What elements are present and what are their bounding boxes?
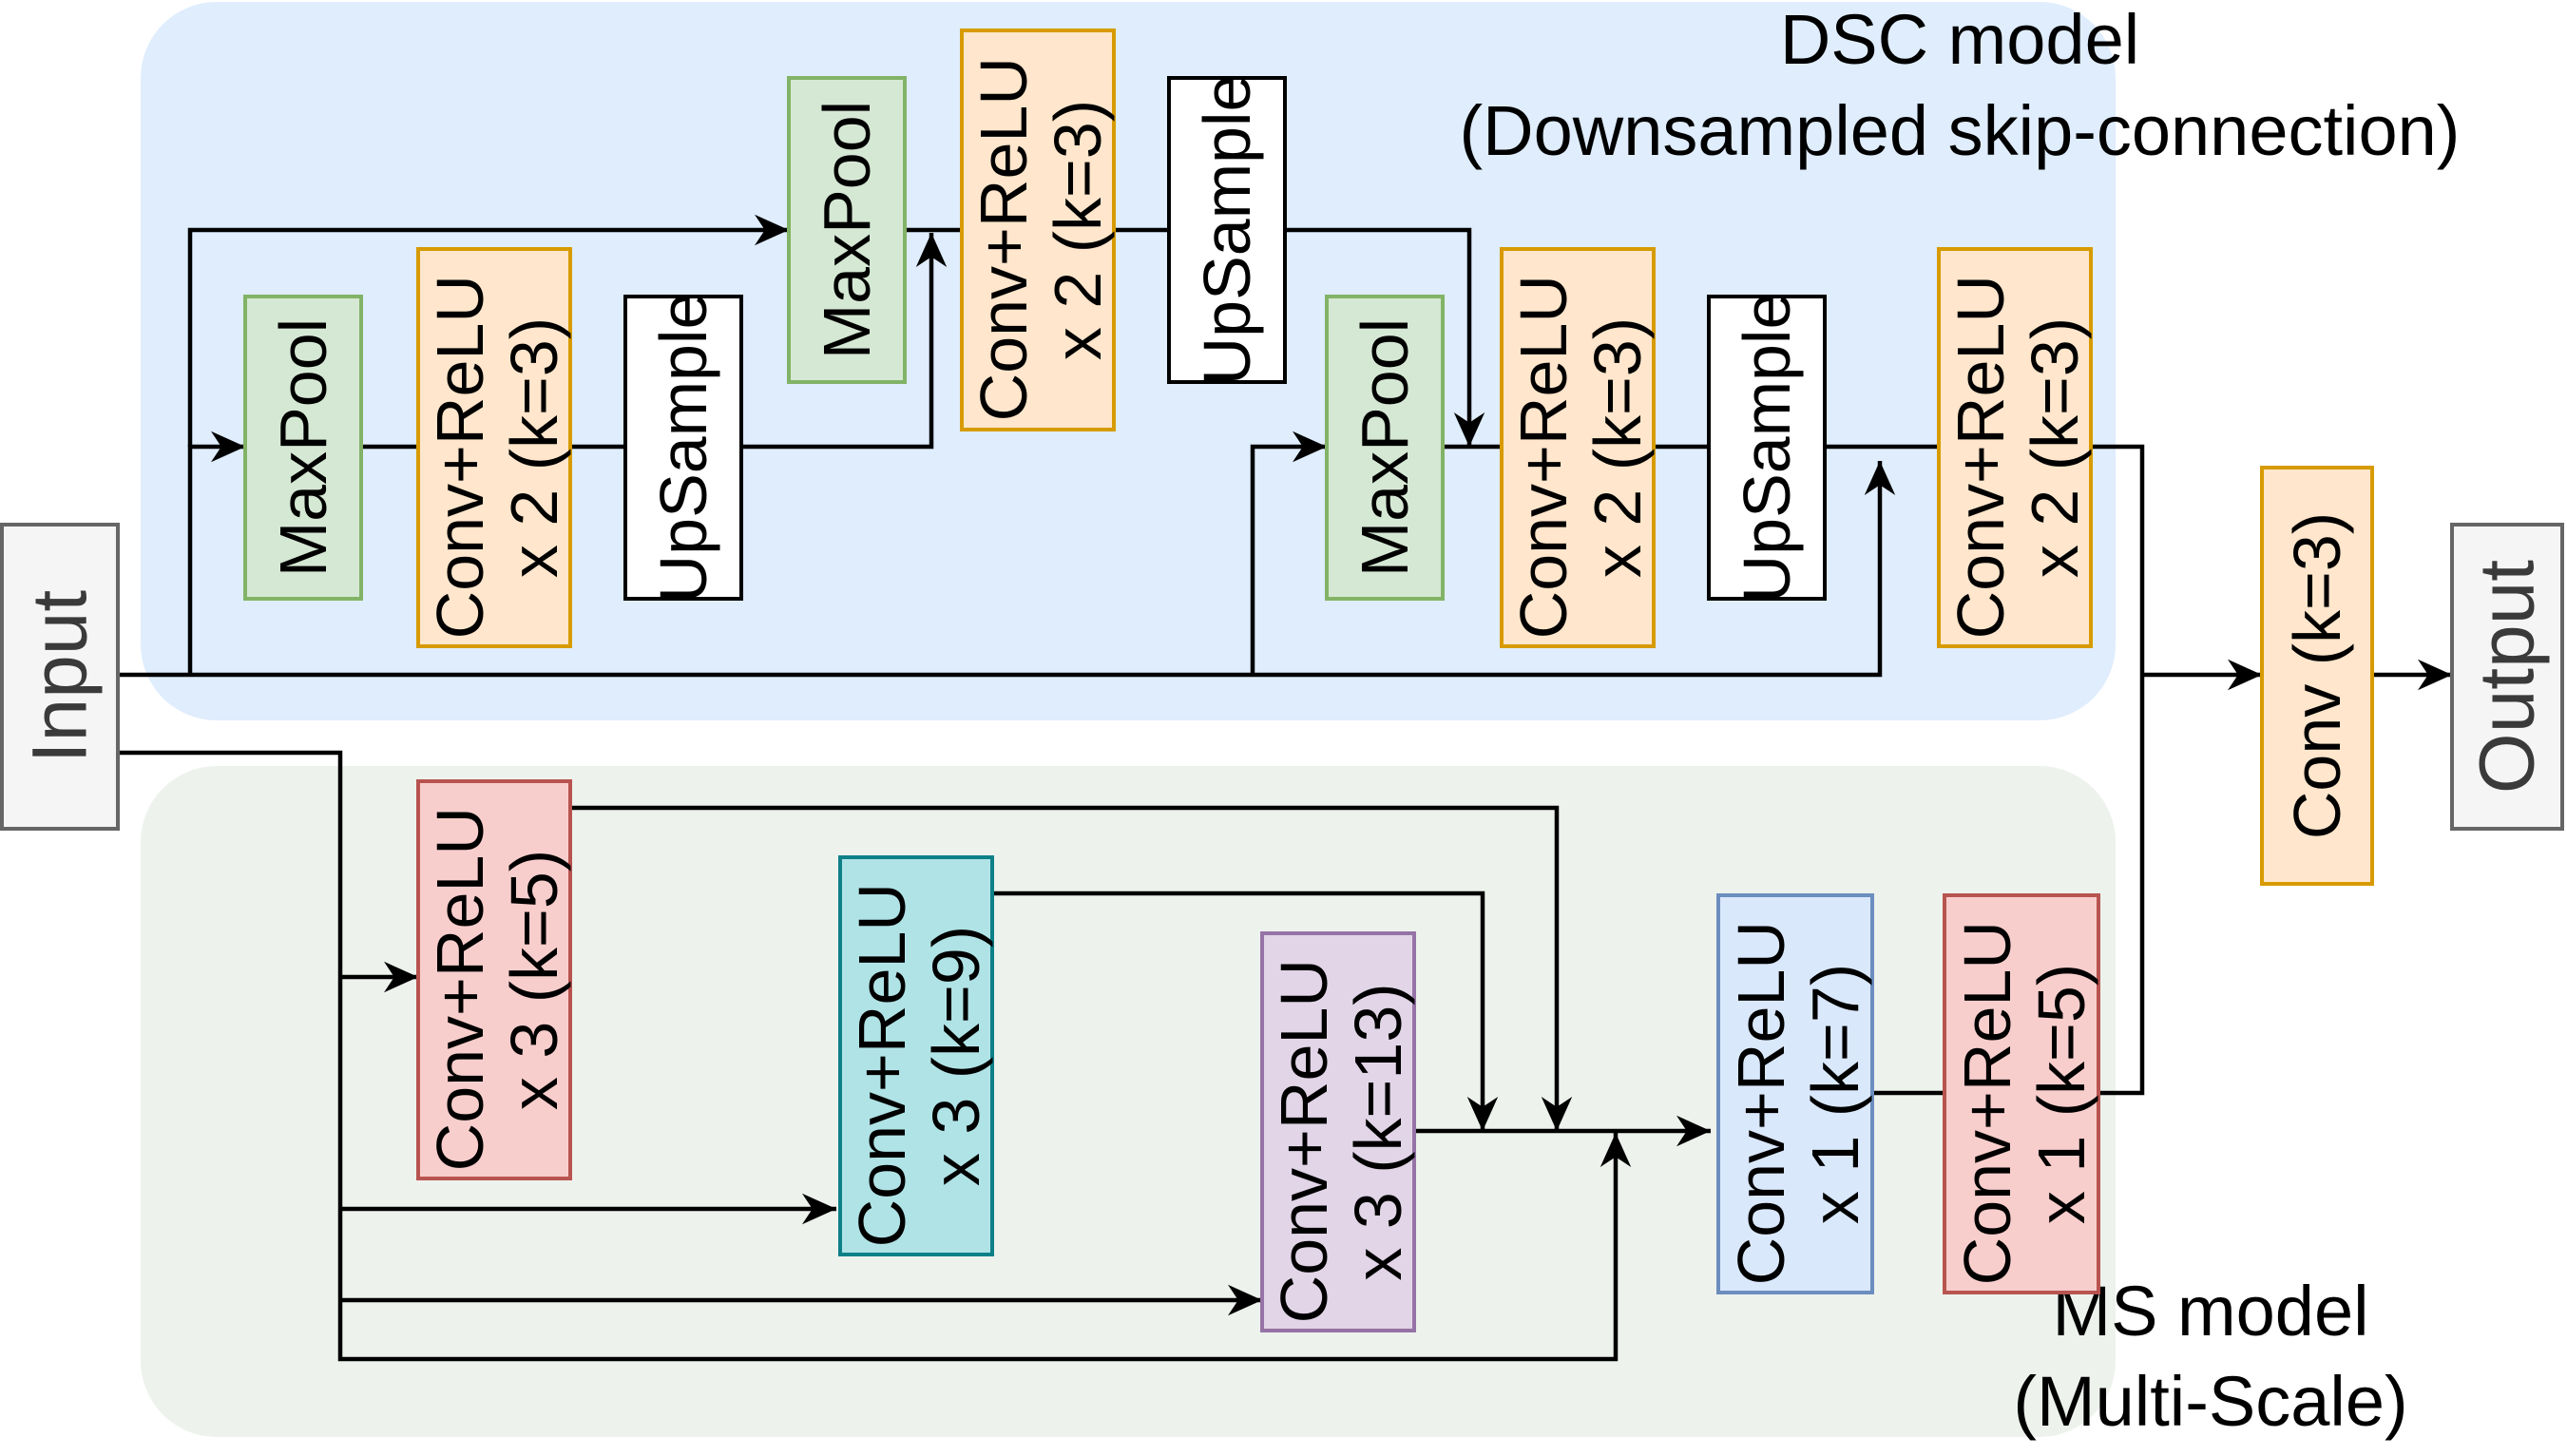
upsample-2-label: UpSample: [1190, 75, 1264, 386]
edge-conv4-merge: [2091, 444, 2145, 675]
ms-region: [141, 766, 2116, 1437]
svg-text:Conv+ReLU x 3 (k=5): Conv+ReLU x 3 (k=5): [423, 789, 571, 1172]
conv-k5-block: Conv+ReLU x 3 (k=5): [416, 779, 572, 1180]
maxpool-2-block: MaxPool: [787, 76, 907, 384]
conv-k5-out-line-1: Conv+ReLU: [1950, 921, 2024, 1285]
upsample-1-label: UpSample: [646, 293, 720, 603]
conv-3-line-1: Conv+ReLU: [1506, 275, 1580, 639]
output-block: Output: [2450, 523, 2564, 831]
ms-title: MS model: [2052, 1272, 2368, 1351]
conv-1-line-2: x 2 (k=3): [497, 317, 571, 578]
maxpool-1-label: MaxPool: [266, 318, 340, 577]
input-block: Input: [0, 523, 120, 831]
conv-k5-out-block: Conv+ReLU x 1 (k=5): [1943, 893, 2100, 1294]
conv-k13-line-1: Conv+ReLU: [1267, 959, 1341, 1323]
svg-text:Conv+ReLU x 2 (k=3): Conv+ReLU x 2 (k=3): [1506, 257, 1655, 640]
conv-k9-block: Conv+ReLU x 3 (k=9): [838, 855, 994, 1256]
edge-input-ms-trunk: [118, 750, 1632, 1362]
upsample-3-label: UpSample: [1730, 293, 1804, 603]
conv-4-line-1: Conv+ReLU: [1944, 275, 2018, 639]
upsample-2-block: UpSample: [1167, 75, 1287, 386]
conv-k5-line-1: Conv+ReLU: [423, 807, 497, 1171]
svg-text:Conv+ReLU x 2 (k=3): Conv+ReLU x 2 (k=3): [967, 39, 1115, 422]
edge-input-trunk: [118, 461, 1896, 678]
edges: [118, 214, 2452, 1362]
conv-4-line-2: x 2 (k=3): [2018, 317, 2092, 578]
conv-k7-line-1: Conv+ReLU: [1724, 921, 1798, 1285]
final-conv-label: Conv (k=3): [2280, 512, 2354, 839]
maxpool-2-label: MaxPool: [810, 101, 884, 359]
dsc-subtitle: (Downsampled skip-connection): [1460, 91, 2461, 170]
final-conv-block: Conv (k=3): [2260, 466, 2374, 886]
conv-k9-line-1: Conv+ReLU: [845, 883, 919, 1247]
upsample-1-block: UpSample: [623, 293, 743, 603]
output-label: Output: [2464, 560, 2551, 794]
edge-k5out-merge: [2098, 675, 2145, 1096]
conv-1-line-1: Conv+ReLU: [423, 275, 497, 639]
conv-k5-out-line-2: x 1 (k=5): [2024, 964, 2098, 1224]
edge-upsample2-conv3: [1285, 227, 1485, 447]
edge-conv-k9-merge: [992, 891, 1499, 1131]
maxpool-3-block: MaxPool: [1325, 295, 1445, 601]
maxpool-3-label: MaxPool: [1348, 318, 1422, 577]
svg-text:Conv+ReLU x 3 (k=9): Conv+ReLU x 3 (k=9): [845, 865, 993, 1248]
svg-text:Conv+ReLU x 1 (k=7): Conv+ReLU x 1 (k=7): [1724, 903, 1872, 1286]
svg-text:Conv+ReLU x 2 (k=3): Conv+ReLU x 2 (k=3): [1944, 257, 2092, 640]
conv-4-block: Conv+ReLU x 2 (k=3): [1937, 247, 2093, 648]
input-label: Input: [17, 590, 104, 764]
conv-k9-line-2: x 3 (k=9): [919, 926, 993, 1186]
conv-3-block: Conv+ReLU x 2 (k=3): [1500, 247, 1656, 648]
edge-to-maxpool-2: [187, 214, 789, 447]
conv-k13-block: Conv+ReLU x 3 (k=13): [1260, 931, 1416, 1332]
conv-2-block: Conv+ReLU x 2 (k=3): [960, 29, 1116, 431]
edge-conv-k5-merge: [570, 805, 1573, 1131]
conv-1-block: Conv+ReLU x 2 (k=3): [416, 247, 572, 648]
maxpool-1-block: MaxPool: [243, 295, 363, 601]
conv-3-line-2: x 2 (k=3): [1580, 317, 1655, 578]
edge-upsample1-conv2: [741, 233, 948, 450]
conv-k7-line-2: x 1 (k=7): [1798, 964, 1872, 1224]
svg-text:Conv+ReLU x 3 (k=13): Conv+ReLU x 3 (k=13): [1267, 941, 1415, 1324]
conv-k7-block: Conv+ReLU x 1 (k=7): [1716, 893, 1874, 1294]
conv-2-line-1: Conv+ReLU: [967, 57, 1041, 421]
conv-k13-line-2: x 3 (k=13): [1341, 983, 1415, 1280]
edge-to-maxpool-3: [1250, 431, 1327, 675]
svg-text:Conv+ReLU x 2 (k=3): Conv+ReLU x 2 (k=3): [423, 257, 571, 640]
svg-text:Conv+ReLU x 1 (k=5): Conv+ReLU x 1 (k=5): [1950, 903, 2098, 1286]
ms-subtitle: (Multi-Scale): [2013, 1362, 2407, 1441]
conv-k5-line-2: x 3 (k=5): [497, 850, 571, 1110]
dsc-title: DSC model: [1780, 0, 2139, 79]
upsample-3-block: UpSample: [1707, 293, 1827, 603]
conv-2-line-2: x 2 (k=3): [1041, 100, 1115, 360]
